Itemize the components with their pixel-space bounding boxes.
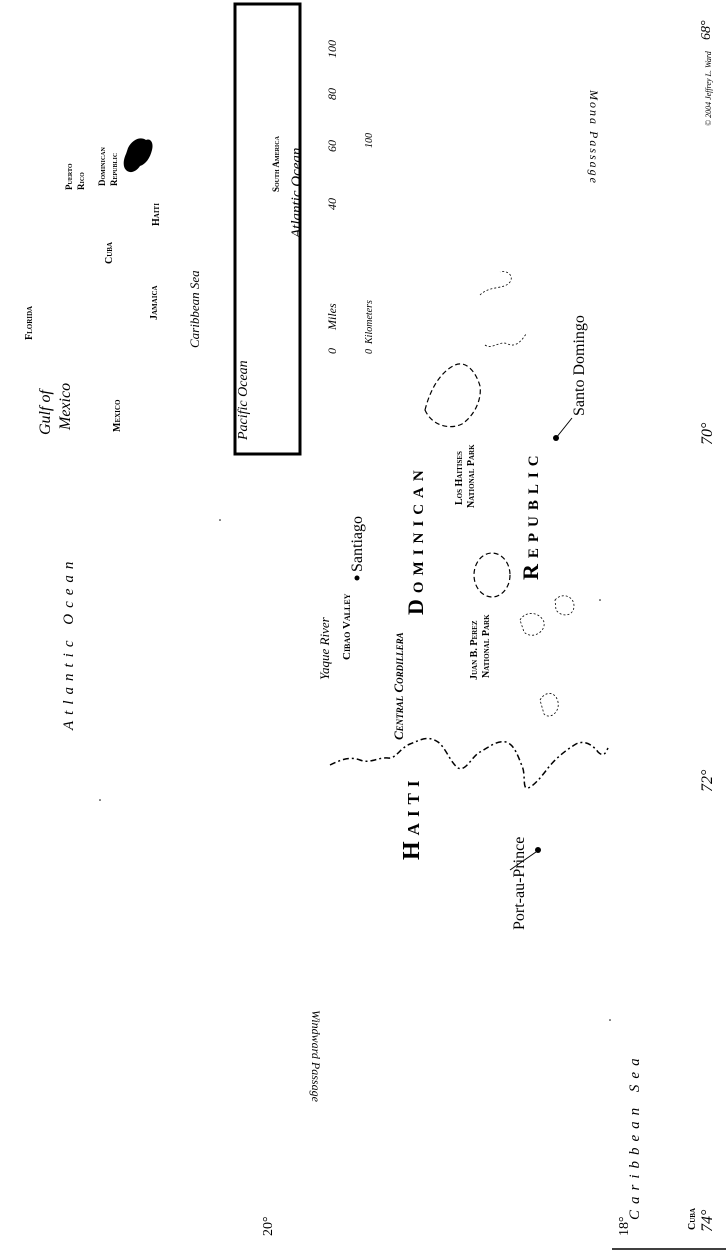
windward-passage-label: Windward Passage [309, 1010, 323, 1102]
mona-passage-label: Mona Passage [587, 90, 601, 185]
inset-cuba-label: Cuba [104, 241, 115, 264]
dominican-country-label: Dominican [403, 464, 428, 615]
juan-b-perez-label-2: National Park [481, 614, 492, 678]
lon-70-label: 70° [699, 422, 716, 445]
coast-trace-2 [484, 333, 527, 347]
santiago-dot [354, 575, 360, 581]
santiago-label: Santiago [349, 516, 366, 572]
los-haitises-park-outline [424, 363, 481, 428]
yaque-river-label: Yaque River [317, 617, 332, 680]
copyright-label: © 2004 Jeffrey L. Ward [704, 51, 713, 126]
lake-trace-3 [554, 595, 575, 616]
inset-florida-label: Florida [24, 305, 35, 340]
lon-68-label: 68° [699, 20, 714, 40]
inset-gulf-label-2: Mexico [57, 382, 74, 430]
scale-miles-80: 80 [325, 88, 339, 100]
republic-country-label: Republic [518, 449, 543, 580]
los-haitises-label-1: Los Haitises [454, 451, 465, 505]
atlantic-ocean-label: Atlantic Ocean [61, 555, 77, 730]
caribbean-sea-label: Caribbean Sea [627, 1052, 643, 1220]
cuba-label: Cuba [687, 1207, 698, 1230]
juan-b-perez-park-outline [473, 552, 511, 598]
santo-domingo-label: Santo Domingo [571, 315, 588, 416]
scale-miles-0: 0 [325, 348, 339, 354]
inset-mexico-label: Mexico [112, 399, 123, 432]
inset-atlantic-label: Atlantic Ocean [289, 147, 305, 238]
inset-pacific-label: Pacific Ocean [236, 360, 251, 440]
inset-dominican-label-1: Dominican [97, 147, 107, 186]
central-cordillera-label: Central Cordillera [391, 632, 406, 740]
scale-km-label: Kilometers [364, 300, 375, 344]
inset-gulf-label-1: Gulf of [37, 390, 54, 435]
inset-haiti-label: Haiti [151, 203, 162, 226]
border-line [329, 737, 609, 789]
lat-18-label: 18° [617, 1216, 632, 1236]
los-haitises-label-2: National Park [466, 444, 477, 508]
scale-miles-40: 40 [325, 198, 339, 210]
lat-20-label: 20° [261, 1216, 276, 1236]
inset-south-america-label: South America [271, 136, 281, 192]
port-au-prince-dot [535, 847, 541, 853]
scale-miles-100: 100 [325, 40, 339, 58]
cibao-valley-label: Cibao Valley [341, 593, 353, 660]
inset-jamaica-label: Jamaica [149, 285, 160, 320]
inset-puerto-label-1: Puerto [64, 163, 74, 190]
scale-miles-60: 60 [325, 140, 339, 152]
inset [233, 2, 302, 456]
juan-b-perez-label-1: Juan B. Perez [469, 620, 480, 680]
scale-miles-label: Miles [325, 303, 339, 330]
lon-74-label: 74° [699, 1209, 716, 1232]
lake-trace-2 [519, 613, 545, 636]
inset-caribbean-label: Caribbean Sea [187, 270, 202, 348]
port-au-prince-label: Port-au-Prince [511, 836, 528, 930]
coast-trace-1 [479, 271, 512, 296]
inset-hispaniola-shape [123, 138, 153, 173]
inset-dominican-label-2: Republic [109, 152, 119, 186]
inset-puerto-label-2: Rico [76, 172, 86, 190]
lake-trace-1 [539, 693, 559, 717]
scale-km-0: 0 [364, 349, 375, 354]
haiti-country-label: Haiti [399, 774, 425, 860]
lon-72-label: 72° [699, 769, 716, 792]
scale-km-100: 100 [364, 133, 375, 148]
